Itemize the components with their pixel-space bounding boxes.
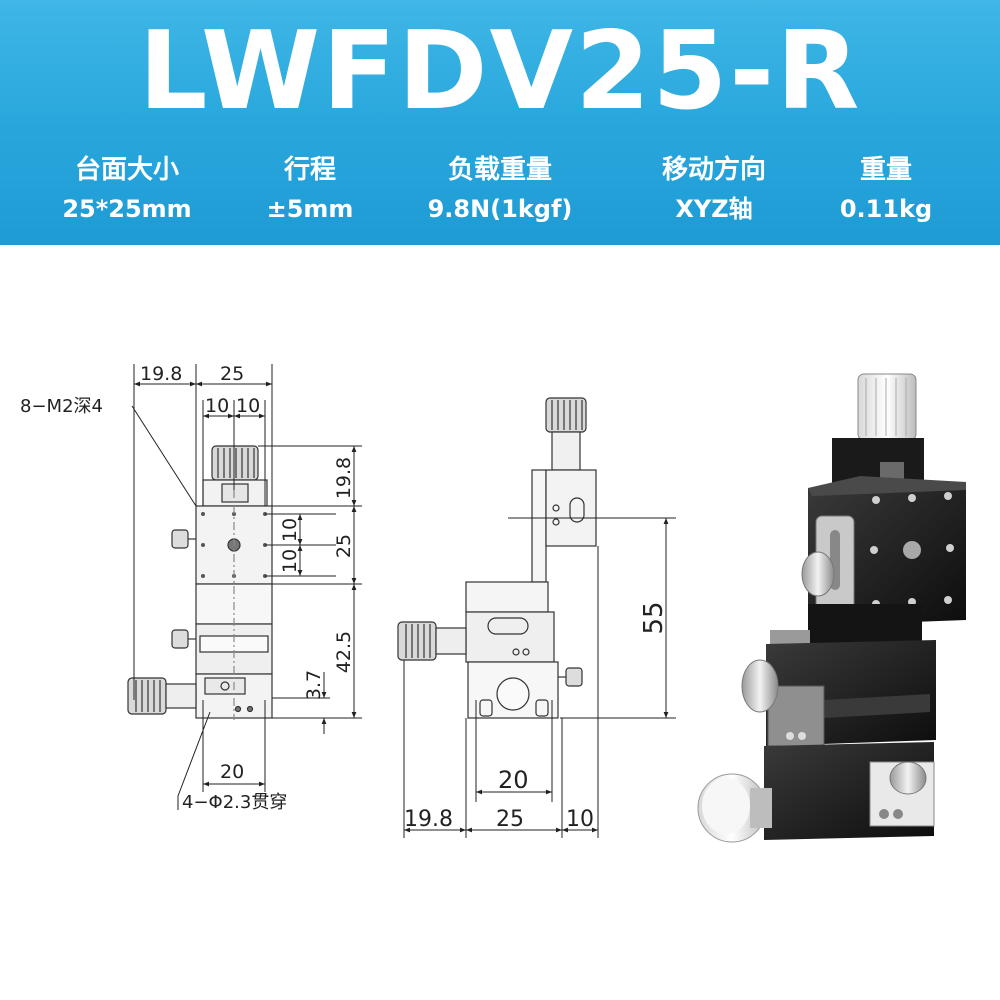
dim-top-10b: 10 (236, 395, 260, 417)
spec-label: 行程 (283, 155, 336, 185)
spec-value: 0.11kg (839, 195, 933, 223)
dim-right-25: 25 (333, 534, 355, 558)
spec-value: XYZ轴 (675, 195, 753, 223)
dim-55: 55 (639, 601, 669, 634)
side-view-labels: 55 20 19.8 25 10 (404, 601, 669, 832)
dim-side-10: 10 (566, 807, 594, 832)
dim-top-10a: 10 (205, 395, 229, 417)
spec-value: 25*25mm (62, 195, 192, 223)
dim-top-25: 25 (220, 363, 244, 385)
dim-right-10b: 10 (279, 549, 301, 573)
product-title: LWFDV25-R (138, 9, 862, 134)
spec-label: 台面大小 (74, 155, 179, 185)
dim-side-20: 20 (498, 766, 529, 794)
dim-right-10a: 10 (279, 518, 301, 542)
dim-bottom-20: 20 (220, 761, 244, 783)
dim-side-25: 25 (496, 807, 524, 832)
spec-direction: 移动方向 XYZ轴 (614, 150, 814, 228)
front-view-labels: 19.8 25 10 10 8−M2深4 19.8 10 10 25 3.7 4… (20, 363, 355, 813)
header-banner: LWFDV25-R 台面大小 25*25mm 行程 ±5mm 负载重量 9.8N… (0, 0, 1000, 245)
dim-top-19-8: 19.8 (140, 363, 182, 385)
note-through-holes: 4−Φ2.3贯穿 (182, 792, 287, 813)
spec-weight: 重量 0.11kg (786, 150, 986, 228)
spec-load: 负载重量 9.8N(1kgf) (400, 150, 600, 228)
front-view (127, 445, 273, 720)
spec-label: 移动方向 (661, 155, 766, 185)
technical-drawing: 19.8 25 10 10 8−M2深4 19.8 10 10 25 3.7 4… (20, 363, 966, 843)
side-view-dimensions (403, 517, 676, 838)
dim-side-19-8: 19.8 (404, 807, 453, 832)
spec-label: 重量 (859, 155, 912, 185)
spec-table-size: 台面大小 25*25mm (27, 150, 227, 228)
spec-label: 负载重量 (447, 155, 552, 185)
front-view-dimensions (131, 364, 362, 810)
dim-right-42-5: 42.5 (333, 631, 355, 673)
dim-right-19-8: 19.8 (333, 457, 355, 499)
dim-right-3-7: 3.7 (303, 670, 325, 700)
product-photo (697, 373, 966, 843)
spec-stroke: 行程 ±5mm (210, 150, 410, 228)
note-tapped-holes: 8−M2深4 (20, 396, 103, 417)
side-view (397, 397, 597, 719)
spec-value: 9.8N(1kgf) (427, 195, 573, 223)
spec-value: ±5mm (266, 195, 354, 223)
